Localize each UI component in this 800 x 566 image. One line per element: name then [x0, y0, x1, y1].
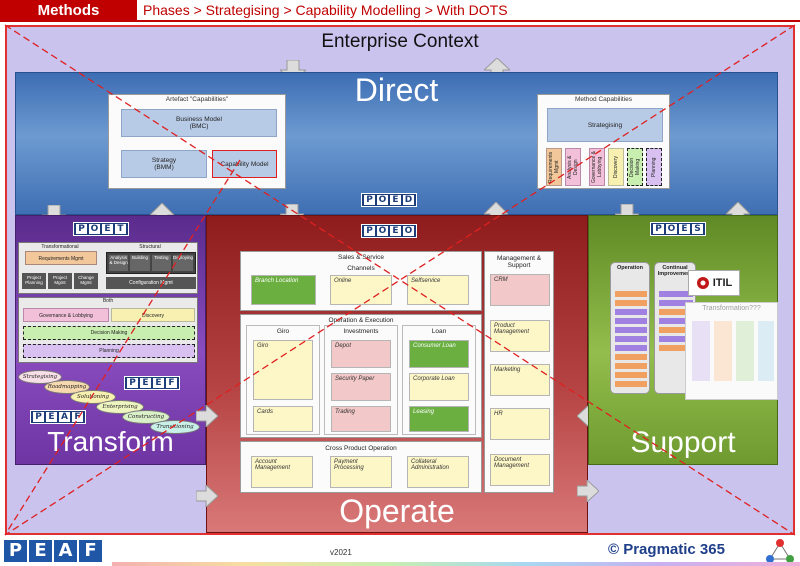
- product-management-cell[interactable]: Product Management: [490, 320, 550, 352]
- selfservice-cell[interactable]: Selfservice: [407, 275, 469, 305]
- hr-cell[interactable]: HR: [490, 408, 550, 440]
- operation-column: Operation: [610, 262, 650, 394]
- configuration-box[interactable]: Configuration Mgmt: [106, 277, 196, 289]
- investments-group: Investments Depot Security Paper Trading: [324, 325, 398, 435]
- leasing-cell[interactable]: Leasing: [409, 406, 469, 432]
- version-label: v2021: [330, 548, 352, 557]
- giro-group: Giro Giro Cards: [246, 325, 320, 435]
- business-model-box[interactable]: Business Model (BMC): [121, 109, 277, 137]
- management-support-panel: Management & Support CRM Product Managem…: [484, 251, 554, 493]
- operate-title: Operate: [339, 493, 455, 529]
- consumer-loan-cell[interactable]: Consumer Loan: [409, 340, 469, 368]
- method-panel-title: Method Capabilities: [574, 96, 633, 103]
- account-management-cell[interactable]: Account Management: [251, 456, 313, 488]
- security-paper-cell[interactable]: Security Paper: [331, 373, 391, 401]
- corporate-loan-cell[interactable]: Corporate Loan: [409, 373, 469, 401]
- project-mgmt-box[interactable]: Project Mgmt: [48, 273, 72, 289]
- method-capabilities-panel: Method Capabilities Strategising Require…: [537, 94, 670, 189]
- building-box[interactable]: Building: [130, 255, 150, 271]
- arrow-right-icon: [577, 480, 599, 502]
- operation-execution-panel: Operation & Execution Giro Giro Cards In…: [240, 314, 482, 438]
- methods-tab[interactable]: Methods: [0, 0, 137, 22]
- cards-cell[interactable]: Cards: [253, 406, 313, 432]
- arrow-up-icon: [484, 58, 510, 80]
- marketing-cell[interactable]: Marketing: [490, 364, 550, 396]
- breadcrumb: Phases > Strategising > Capability Model…: [137, 0, 800, 22]
- capability-model-box[interactable]: Capability Model: [212, 150, 277, 178]
- oval-constructing[interactable]: Constructing: [122, 410, 170, 424]
- itil-logo: ITIL: [688, 270, 740, 296]
- document-management-cell[interactable]: Document Management: [490, 454, 550, 486]
- copyright-label: © Pragmatic 365: [608, 541, 725, 558]
- testing-box[interactable]: Testing: [151, 255, 171, 271]
- online-cell[interactable]: Online: [330, 275, 392, 305]
- project-planning-box[interactable]: Project Planning: [22, 273, 46, 289]
- direct-title: Direct: [354, 72, 439, 108]
- itil-swirl-icon: [696, 277, 709, 289]
- discovery-box[interactable]: Discovery: [111, 308, 195, 322]
- giro-cell[interactable]: Giro: [253, 340, 313, 400]
- change-mgmt-box[interactable]: Change Mgmt: [74, 273, 98, 289]
- poet-panel: Transformational Requirements Mgmt Proje…: [18, 242, 198, 294]
- decision-making-box[interactable]: Decision Making: [23, 326, 195, 340]
- payment-processing-cell[interactable]: Payment Processing: [330, 456, 392, 488]
- structural-row: Analysis & Design Building Testing Deplo…: [106, 252, 196, 274]
- arrow-right-icon: [196, 485, 218, 507]
- oval-transitioning[interactable]: Transitioning: [150, 420, 200, 434]
- branch-location-cell[interactable]: Branch Location: [251, 275, 316, 305]
- footer-rainbow-strip: [112, 562, 800, 566]
- collateral-administration-cell[interactable]: Collateral Administration: [407, 456, 469, 488]
- sales-service-panel: Sales & Service Channels Branch Location…: [240, 251, 482, 311]
- oval-strategising[interactable]: Strategising: [18, 370, 62, 384]
- transform-title: Transform: [47, 426, 174, 457]
- network-nodes-icon: [766, 539, 794, 563]
- strategy-box[interactable]: Strategy (BMM): [121, 150, 207, 178]
- trading-cell[interactable]: Trading: [331, 406, 391, 432]
- crm-cell[interactable]: CRM: [490, 274, 550, 306]
- strategising-box[interactable]: Strategising: [547, 108, 663, 142]
- requirements-box[interactable]: Requirements Mgmt: [25, 251, 97, 265]
- footer: [0, 537, 800, 566]
- support-title: Support: [630, 426, 736, 459]
- planning-box[interactable]: Planning: [23, 344, 195, 358]
- governance-box[interactable]: Governance & Lobbying: [23, 308, 109, 322]
- transformation-panel: Transformation???: [685, 302, 778, 400]
- arrow-right-icon: [196, 405, 218, 427]
- analysis-design-box[interactable]: Analysis & Design: [109, 255, 129, 271]
- artefact-panel-title: Artefact "Capabilities": [165, 96, 229, 103]
- artefact-capabilities-panel: Artefact "Capabilities" Business Model (…: [108, 94, 286, 189]
- both-panel: Both Governance & Lobbying Discovery Dec…: [18, 297, 198, 363]
- loan-group: Loan Consumer Loan Corporate Loan Leasin…: [402, 325, 476, 435]
- enterprise-context-title: Enterprise Context: [321, 31, 479, 52]
- cross-product-panel: Cross Product Operation Account Manageme…: [240, 441, 482, 493]
- depot-cell[interactable]: Depot: [331, 340, 391, 368]
